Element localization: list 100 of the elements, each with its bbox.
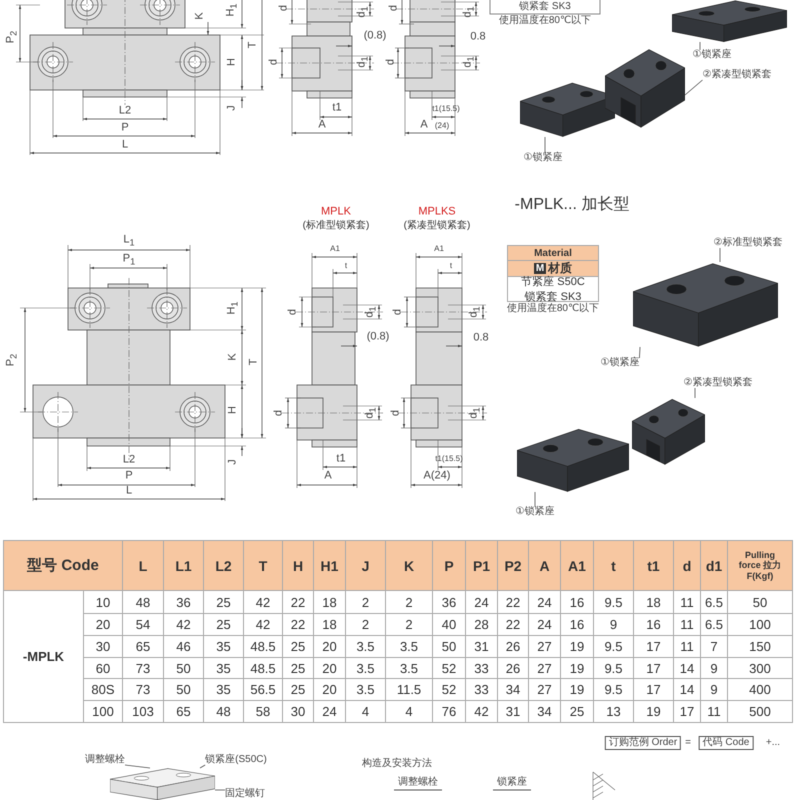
dimension-label: d (392, 308, 404, 316)
table-cell: -MPLK (3, 590, 84, 723)
header-cell: Material (507, 245, 599, 261)
callout-label: ①锁紧座 (600, 358, 640, 368)
callout-label: ①锁紧座 (516, 507, 554, 517)
header-cell: Pulling force 拉力 F(Kgf) (727, 540, 793, 591)
callout-label: 固定螺钉 (225, 789, 265, 799)
model-code: MPLKS (418, 206, 456, 218)
callout-label: ②紧凑型锁紧套 (684, 378, 752, 388)
dimension-label: 0.8 (470, 32, 486, 42)
product-photo (605, 48, 685, 128)
dimension-label: (0.8) (366, 332, 390, 342)
dimension-label: L2 (118, 106, 132, 116)
header-cell: t (593, 540, 634, 591)
model-code: MPLK (321, 206, 351, 218)
part-label: 调整螺栓 (394, 778, 442, 790)
dimension-label: d (386, 58, 396, 66)
dimension-label: A(24) (424, 470, 450, 482)
material-text: 节紧座 S50C (521, 274, 585, 289)
dimension-label: T (248, 358, 260, 366)
leader-line (639, 346, 640, 358)
dimension-label: P$_{1}$ (122, 253, 136, 267)
dimension-label: (24) (434, 122, 450, 130)
dimension-label: L (122, 140, 128, 150)
cell-text: 材质 (548, 260, 572, 276)
header-cell: t1 (633, 540, 674, 591)
dimension-label: A1 (330, 245, 340, 253)
leader-line (684, 80, 703, 96)
formula-box: 代码 Code (698, 736, 754, 750)
callout-label: ①锁紧座 (692, 50, 732, 60)
dimension-label: t (450, 262, 452, 270)
dimension-label: d (274, 410, 284, 416)
dimension-label: A1 (434, 245, 444, 253)
dimension-label: L2 (122, 454, 136, 466)
product-photo (632, 398, 705, 465)
dimension-label: (0.8) (364, 30, 386, 42)
dimension-label: 0.8 (473, 332, 489, 344)
header-cell: 型号 Code (3, 540, 123, 591)
dimension-label: t (344, 262, 348, 270)
dimension-label: H (226, 58, 238, 66)
note-text: 使用温度在80℃以下 (498, 16, 592, 26)
product-photo (633, 262, 778, 347)
equals-sign: = (685, 738, 691, 748)
header-cell: J (345, 540, 386, 591)
leader-line (124, 764, 150, 768)
product-photo (517, 428, 629, 492)
product-photo (672, 0, 787, 42)
material-text: 锁紧套 SK3 (524, 290, 582, 303)
dimension-label: t1(15.5) (435, 455, 463, 463)
header-cell: T (243, 540, 283, 591)
header-cell: L1 (163, 540, 204, 591)
dimension-label: L (126, 486, 132, 496)
header-cell: P2 (497, 540, 529, 591)
dimension-label: A (324, 470, 332, 482)
dimension-label: d (278, 4, 290, 12)
leader-line (534, 492, 536, 508)
header-cell: d1 (700, 540, 728, 591)
dimension-label: L$_{1}$ (123, 234, 135, 248)
header-cell: A1 (560, 540, 594, 591)
callout-label: ②标准型锁紧套 (714, 238, 782, 248)
dimension-label: H (228, 406, 238, 414)
header-cell: P (432, 540, 466, 591)
dimension-label: K (194, 12, 206, 20)
letter-badge: M (534, 263, 546, 274)
formula-text: +... (766, 738, 780, 748)
part-label: 锁紧座 (493, 778, 531, 790)
dimension-label: d (388, 4, 400, 12)
dimension-label: A (318, 120, 326, 130)
callout-label: ②紧凑型锁紧套 (702, 70, 772, 80)
section-heading: 构造及安装方法 (362, 759, 432, 769)
dimension-label: T (248, 42, 258, 48)
material-text: 锁紧套 SK3 (519, 2, 571, 12)
header-cell: P1 (465, 540, 498, 591)
leader-line (544, 136, 546, 154)
header-cell: K (385, 540, 433, 591)
header-cell: L (122, 540, 164, 591)
dimension-label: t1 (336, 454, 346, 464)
callout-label: 锁紧座(S50C) (205, 755, 267, 765)
header-cell: d (673, 540, 701, 591)
dimension-label: K (228, 353, 238, 361)
dimension-label: d (390, 410, 402, 416)
header-cell: H (282, 540, 314, 591)
dimension-label: d (288, 308, 298, 316)
formula-box: 订购范例 Order (604, 736, 682, 750)
dimension-label: t1 (332, 102, 342, 114)
dimension-label: d (268, 58, 280, 66)
dimension-label: P (121, 122, 129, 134)
header-cell: L2 (203, 540, 244, 591)
model-caption: (标准型锁紧套) (302, 221, 370, 231)
dimension-label: t1(15.5) (432, 105, 460, 113)
part-drawing (110, 768, 215, 800)
leader-line (694, 388, 696, 398)
dimension-label: J (226, 105, 238, 111)
callout-label: 调整螺栓 (85, 755, 125, 765)
header-cell: H1 (313, 540, 346, 591)
header-cell: A (528, 540, 561, 591)
dimension-label: J (228, 459, 238, 465)
dimension-label: A (420, 120, 428, 130)
note-text: 使用温度在80℃以下 (506, 304, 600, 314)
section-heading: -MPLK... 加长型 (514, 197, 630, 213)
